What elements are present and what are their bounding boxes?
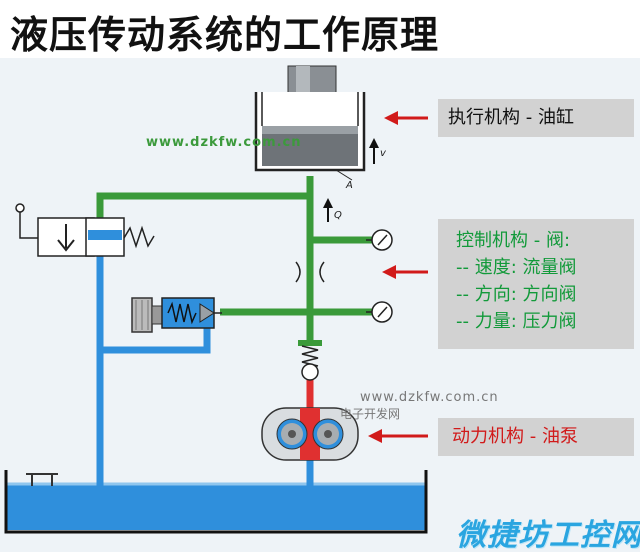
control-force: -- 力量: 压力阀 <box>456 311 577 332</box>
watermark-site-bottom: www.dzkfw.com.cn <box>360 390 499 405</box>
throttle-valve-icon <box>295 261 325 283</box>
actuator-label: 执行机构 - 油缸 <box>438 99 634 137</box>
flow-arrow-icon <box>323 198 333 222</box>
flow-label: Q <box>334 210 342 221</box>
control-direction: -- 方向: 方向阀 <box>456 284 577 305</box>
page-title: 液压传动系统的工作原理 <box>10 13 440 57</box>
power-arrow-icon <box>368 429 428 443</box>
watermark-site-name: 电子开发网 <box>340 407 401 421</box>
control-label-box: 控制机构 - 阀: -- 速度: 流量阀 -- 方向: 方向阀 -- 力量: 压… <box>438 219 634 349</box>
brand-logo: 微捷坊工控网 <box>456 518 640 553</box>
check-valve <box>298 340 322 381</box>
oil-cylinder <box>254 65 366 181</box>
velocity-label: v <box>380 148 386 159</box>
area-label: A <box>346 180 353 191</box>
velocity-arrow-icon <box>369 138 379 164</box>
directional-valve <box>15 203 155 257</box>
control-speed: -- 速度: 流量阀 <box>456 257 577 278</box>
pressure-gauge-icon <box>366 229 393 251</box>
oil-tank <box>4 470 428 534</box>
control-arrow-icon <box>382 265 428 279</box>
control-title: 控制机构 - 阀: <box>456 230 571 251</box>
pressure-gauge-icon <box>366 301 393 323</box>
valve-handle-icon <box>15 203 25 213</box>
watermark-site: www.dzkfw.com.cn <box>146 135 302 150</box>
power-label: 动力机构 - 油泵 <box>438 418 634 456</box>
pressure-relief-valve <box>131 297 222 333</box>
return-line <box>96 238 314 520</box>
actuator-arrow-icon <box>384 111 428 125</box>
pressure-line <box>96 176 374 345</box>
gear-pump <box>261 407 359 461</box>
